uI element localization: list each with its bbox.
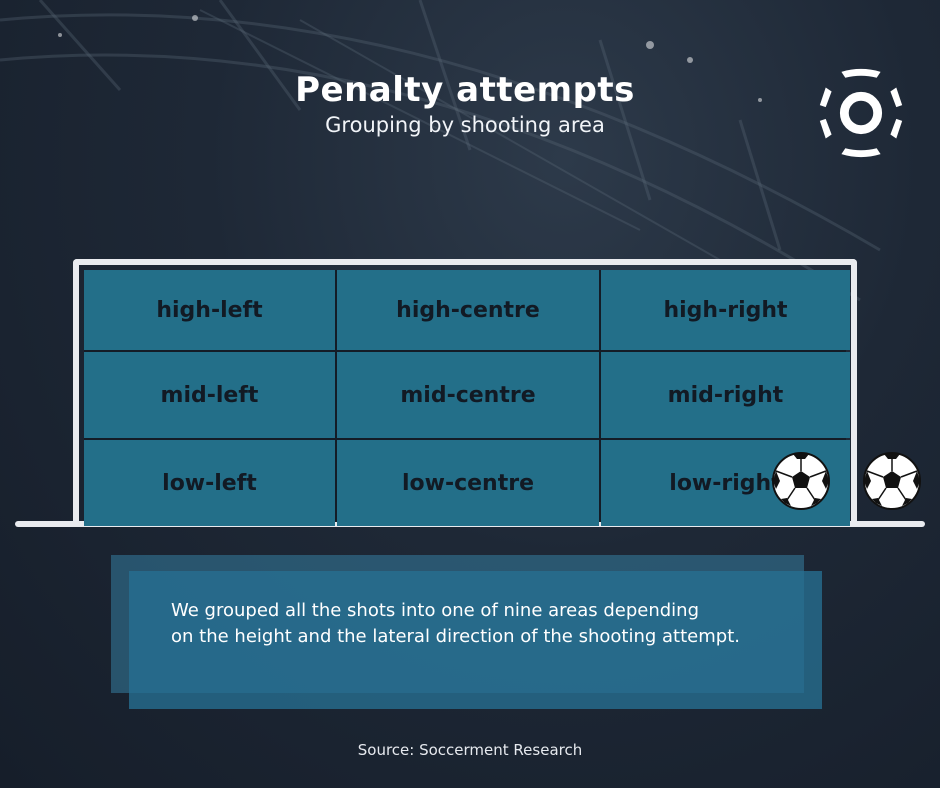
note-line: on the height and the lateral direction …	[171, 626, 740, 647]
area-high-left: high-left	[84, 270, 335, 350]
header: Penalty attempts Grouping by shooting ar…	[0, 70, 930, 138]
note-line: We grouped all the shots into one of nin…	[171, 600, 700, 621]
page-title: Penalty attempts	[295, 70, 635, 110]
area-mid-left: mid-left	[84, 352, 335, 438]
area-high-right: high-right	[601, 270, 850, 350]
area-high-centre: high-centre	[337, 270, 599, 350]
shooting-area-grid: high-left high-centre high-right mid-lef…	[84, 270, 850, 526]
soccerment-logo-icon	[819, 68, 903, 158]
area-low-left: low-left	[84, 440, 335, 526]
area-mid-right: mid-right	[601, 352, 850, 438]
soccer-ball-icon	[863, 452, 921, 510]
source-credit: Source: Soccerment Research	[357, 741, 583, 759]
soccer-ball-icon	[772, 452, 830, 510]
area-low-centre: low-centre	[337, 440, 599, 526]
area-mid-centre: mid-centre	[337, 352, 599, 438]
page-subtitle: Grouping by shooting area	[325, 113, 605, 137]
note-text: We grouped all the shots into one of nin…	[171, 598, 791, 650]
goal-frame	[73, 259, 857, 525]
note-panel	[129, 571, 822, 709]
